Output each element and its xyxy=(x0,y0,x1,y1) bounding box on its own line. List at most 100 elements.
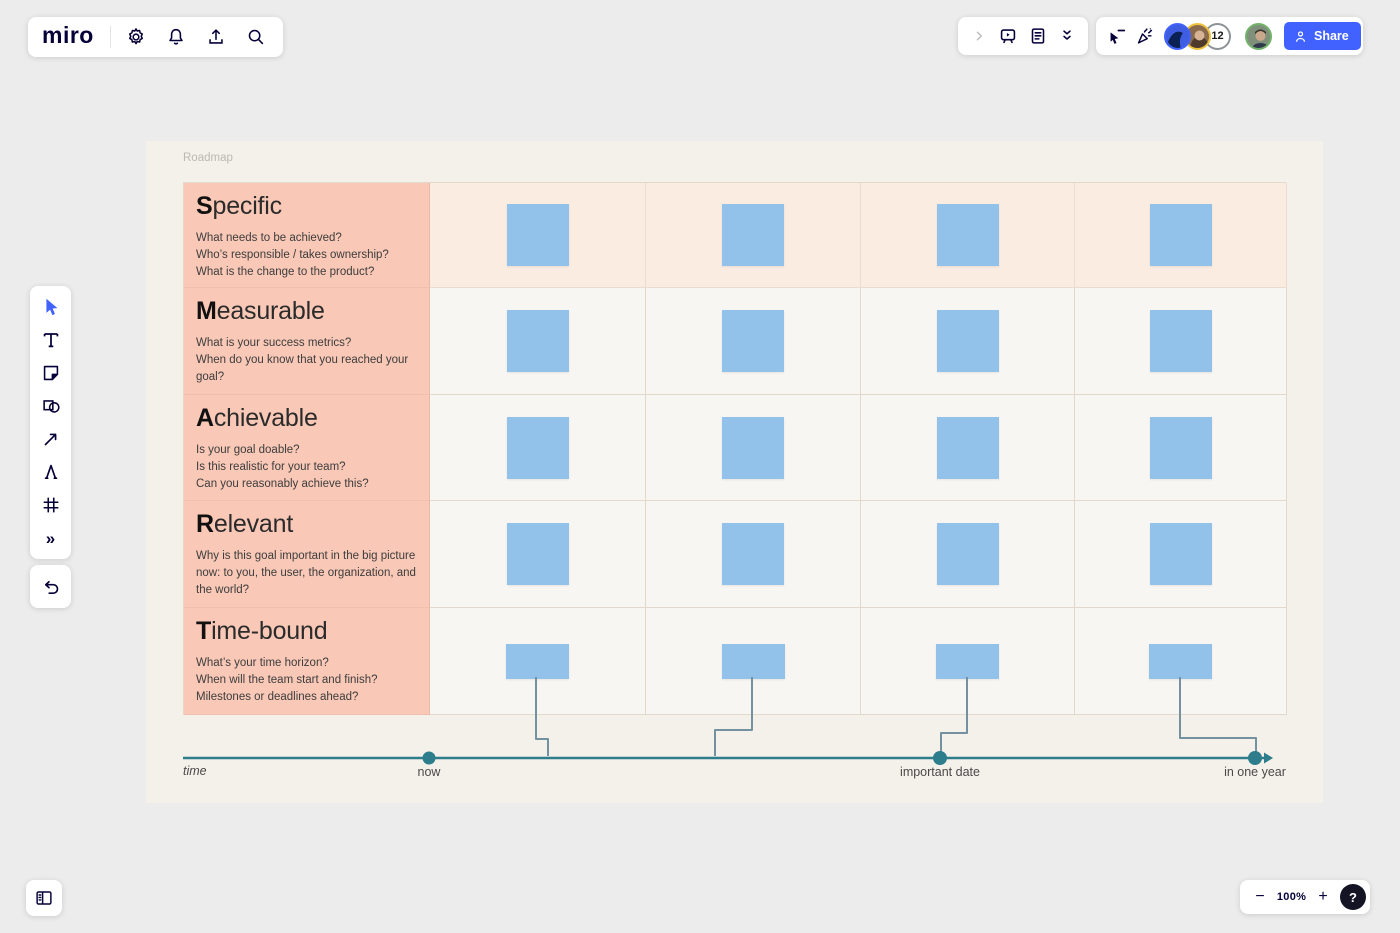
sticky-note-blue[interactable] xyxy=(1149,416,1212,479)
export-button[interactable] xyxy=(201,22,231,52)
pen-tool[interactable] xyxy=(37,460,65,484)
settings-button[interactable] xyxy=(121,22,151,52)
grid-cell[interactable] xyxy=(1075,395,1287,501)
grid-cell[interactable] xyxy=(861,608,1075,715)
sticky-note-blue[interactable] xyxy=(936,643,999,679)
sticky-note-blue[interactable] xyxy=(722,204,784,266)
sticky-note-blue[interactable] xyxy=(722,523,784,585)
frames-panel-button[interactable] xyxy=(26,880,62,916)
grid-cell[interactable] xyxy=(861,183,1075,288)
notifications-button[interactable] xyxy=(161,22,191,52)
share-button-label: Share xyxy=(1314,29,1349,43)
collaborator-avatar-1[interactable] xyxy=(1164,22,1191,50)
reactions-button[interactable] xyxy=(1134,21,1156,51)
sticky-note-blue[interactable] xyxy=(936,416,999,479)
timeline-dot-one-year xyxy=(1248,751,1262,765)
frame-title[interactable]: Roadmap xyxy=(183,152,233,164)
timeline-label-time[interactable]: time xyxy=(183,764,207,778)
sticky-note-blue[interactable] xyxy=(506,310,569,372)
collaborator-avatars[interactable]: 12 xyxy=(1164,22,1231,50)
zoom-out-button[interactable]: − xyxy=(1255,888,1265,905)
grid-cell[interactable] xyxy=(646,608,861,715)
zoom-level[interactable]: 100% xyxy=(1276,891,1307,903)
grid-cell[interactable] xyxy=(1075,288,1287,395)
connection-line-tool[interactable] xyxy=(37,427,65,451)
timeline-dot-important-date xyxy=(933,751,947,765)
bell-icon xyxy=(169,28,183,45)
sticky-note-blue[interactable] xyxy=(506,643,569,679)
sticky-note-blue[interactable] xyxy=(1149,204,1212,266)
sticky-note-blue[interactable] xyxy=(936,310,999,372)
sticky-note-blue[interactable] xyxy=(506,523,569,585)
hide-apps-button[interactable] xyxy=(1053,21,1083,51)
row-question: What needs to be achieved? xyxy=(196,232,342,244)
sticky-note-blue[interactable] xyxy=(936,204,999,266)
row-question: Why is this goal important in the big pi… xyxy=(196,550,416,596)
grid-cell[interactable] xyxy=(646,501,861,608)
search-button[interactable] xyxy=(241,22,271,52)
grid-cell[interactable] xyxy=(1075,608,1287,715)
notes-button[interactable] xyxy=(1023,21,1053,51)
timeline-label-now[interactable]: now xyxy=(417,765,441,779)
follow-cursor-button[interactable] xyxy=(1106,21,1128,51)
miro-logo[interactable]: miro xyxy=(42,22,94,48)
gear-icon xyxy=(128,28,143,45)
help-button[interactable]: ? xyxy=(1339,884,1366,910)
collapse-bar-button[interactable] xyxy=(964,21,994,51)
grid-cell[interactable] xyxy=(430,183,646,288)
sticky-note-blue[interactable] xyxy=(936,523,999,585)
presentation-button[interactable] xyxy=(994,21,1024,51)
grid-cell[interactable] xyxy=(430,395,646,501)
grid-cell[interactable] xyxy=(861,501,1075,608)
grid-cell[interactable] xyxy=(1075,183,1287,288)
text-tool[interactable] xyxy=(37,328,65,352)
select-tool[interactable] xyxy=(37,295,65,319)
sticky-note-blue[interactable] xyxy=(722,416,784,479)
sticky-note-blue[interactable] xyxy=(721,643,785,679)
sticky-note-blue[interactable] xyxy=(506,416,569,479)
frame-tool[interactable] xyxy=(37,493,65,517)
sticky-note-tool[interactable] xyxy=(37,361,65,385)
share-button[interactable]: Share xyxy=(1284,22,1361,50)
zoom-in-button[interactable]: + xyxy=(1318,888,1328,905)
grid-cell[interactable] xyxy=(861,395,1075,501)
grid-cell[interactable] xyxy=(1075,501,1287,608)
grid-cell[interactable] xyxy=(430,608,646,715)
timeline-dot-now xyxy=(422,751,436,765)
more-tools[interactable]: » xyxy=(37,526,65,550)
current-user-avatar[interactable] xyxy=(1245,22,1272,50)
grid-cell[interactable] xyxy=(430,288,646,395)
grid-cell[interactable] xyxy=(646,288,861,395)
timeline-label-in-one-year[interactable]: in one year xyxy=(1224,765,1286,779)
grid-cell[interactable] xyxy=(430,501,646,608)
grid-cell[interactable] xyxy=(646,395,861,501)
grid-cell[interactable] xyxy=(861,288,1075,395)
sticky-note-blue[interactable] xyxy=(506,204,569,266)
collaborator-avatar-2[interactable] xyxy=(1184,22,1211,50)
sticky-note-blue[interactable] xyxy=(722,310,784,372)
person-icon xyxy=(1296,30,1305,42)
timeline-label-important-date[interactable]: important date xyxy=(900,765,980,779)
undo-button[interactable] xyxy=(37,575,65,599)
sticky-note-blue[interactable] xyxy=(1149,643,1212,679)
sticky-note-blue[interactable] xyxy=(1149,310,1212,372)
row-question: Is your goal doable? xyxy=(196,444,300,456)
cursor-icon xyxy=(45,298,57,316)
shapes-tool[interactable] xyxy=(37,394,65,418)
undo-icon xyxy=(44,580,58,594)
undo-panel xyxy=(30,565,71,608)
creation-toolbar: » xyxy=(30,286,71,559)
toolbar-divider xyxy=(109,26,111,48)
sticky-note-blue[interactable] xyxy=(1149,523,1212,585)
double-chevron-right-icon: » xyxy=(45,528,56,548)
grid-cell[interactable] xyxy=(646,183,861,288)
